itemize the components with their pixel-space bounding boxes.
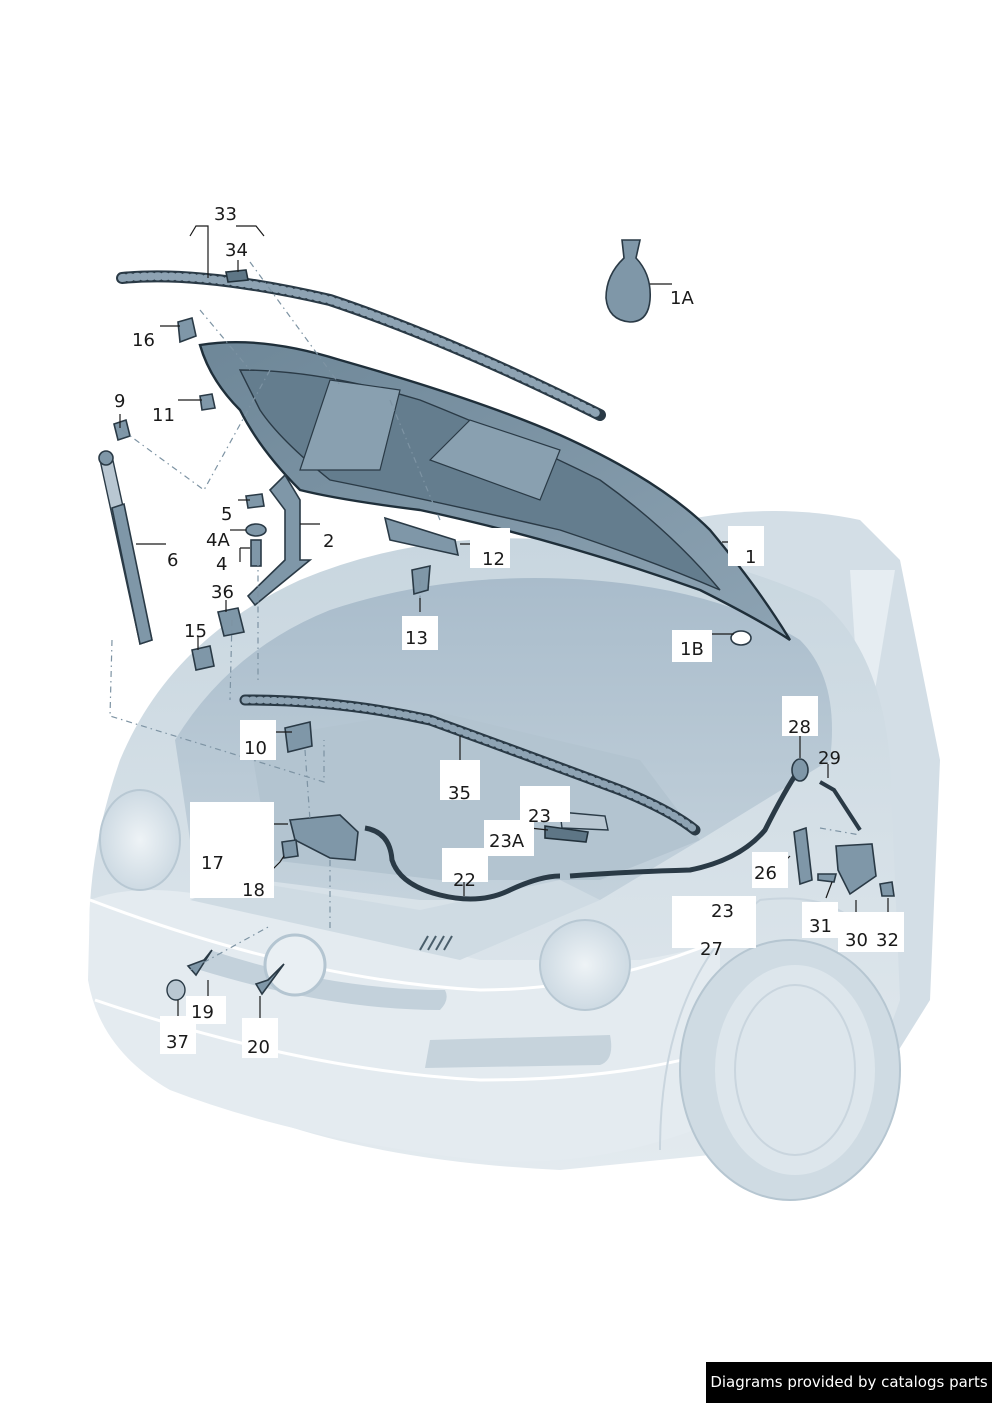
adjusting-buffer bbox=[191, 645, 215, 671]
lower-grille bbox=[200, 950, 447, 1010]
label-15: 15 bbox=[184, 621, 207, 642]
lock-screw bbox=[254, 963, 285, 996]
label-17: 17 bbox=[201, 853, 224, 874]
label-13: 13 bbox=[405, 628, 428, 649]
seal-clip bbox=[225, 269, 249, 283]
hinge-washer bbox=[245, 523, 267, 537]
label-31: 31 bbox=[809, 916, 832, 937]
bonnet-brace bbox=[299, 379, 401, 471]
label-20: 20 bbox=[247, 1037, 270, 1058]
label-2: 2 bbox=[323, 531, 334, 552]
left-headlamp bbox=[99, 789, 181, 891]
label-30: 30 bbox=[845, 930, 868, 951]
label-1A: 1A bbox=[670, 288, 694, 309]
label-backgrounds bbox=[160, 526, 904, 1058]
right-headlamp bbox=[539, 919, 631, 1011]
label-18: 18 bbox=[242, 880, 265, 901]
release-cable-rear bbox=[569, 766, 803, 879]
cable-clip-a bbox=[544, 825, 589, 843]
lever-clip bbox=[879, 881, 895, 897]
label-16: 16 bbox=[132, 330, 155, 351]
cable-end bbox=[819, 780, 862, 832]
label-36: 36 bbox=[211, 582, 234, 603]
rubber-buffer bbox=[199, 393, 216, 411]
bonnet-brace-2 bbox=[428, 419, 561, 501]
label-12: 12 bbox=[482, 549, 505, 570]
label-26: 26 bbox=[754, 863, 777, 884]
label-5: 5 bbox=[221, 504, 232, 525]
lubricant-pouch bbox=[605, 239, 652, 323]
label-23-cable: 23 bbox=[711, 901, 734, 922]
strut-ball-top bbox=[98, 450, 114, 466]
label-4A: 4A bbox=[206, 530, 230, 551]
right-vent bbox=[419, 935, 453, 951]
grille bbox=[190, 880, 600, 960]
label-19: 19 bbox=[191, 1002, 214, 1023]
label-10: 10 bbox=[244, 738, 267, 759]
label-27: 27 bbox=[700, 939, 723, 960]
callout-labels: 33 34 1A 16 9 11 5 4A 4 2 6 36 15 12 1 1… bbox=[114, 204, 899, 1058]
lever-bracket bbox=[835, 843, 877, 896]
micro-switch bbox=[281, 839, 299, 859]
label-23-clip: 23 bbox=[528, 806, 551, 827]
bracket-screw bbox=[817, 873, 838, 883]
label-4: 4 bbox=[216, 554, 227, 575]
release-cable bbox=[364, 825, 561, 902]
label-1B: 1B bbox=[680, 639, 704, 660]
label-35: 35 bbox=[448, 783, 471, 804]
bonnet-buffer bbox=[177, 316, 197, 344]
grille-screw bbox=[186, 949, 213, 977]
label-23A: 23A bbox=[489, 831, 525, 852]
front-fascia bbox=[88, 890, 720, 1162]
label-1: 1 bbox=[745, 547, 756, 568]
hinge-nut bbox=[245, 493, 265, 509]
label-28: 28 bbox=[788, 717, 811, 738]
credit-banner: Diagrams provided by catalogs parts bbox=[706, 1362, 992, 1403]
striker-plate bbox=[383, 516, 460, 557]
label-11: 11 bbox=[152, 405, 175, 426]
fog-slot bbox=[425, 1035, 612, 1068]
label-32: 32 bbox=[876, 930, 899, 951]
label-6: 6 bbox=[167, 550, 178, 571]
seal-ring bbox=[730, 630, 752, 646]
label-34: 34 bbox=[225, 240, 248, 261]
label-29: 29 bbox=[818, 748, 841, 769]
front-rim bbox=[715, 965, 875, 1175]
label-9: 9 bbox=[114, 391, 125, 412]
front-badge bbox=[263, 933, 327, 997]
release-lever bbox=[793, 826, 813, 886]
assembly-lines bbox=[109, 261, 861, 971]
label-22: 22 bbox=[453, 870, 476, 891]
hinge-bolt bbox=[250, 539, 262, 567]
cover-cap bbox=[166, 979, 186, 1001]
grommet bbox=[791, 758, 809, 782]
striker-bolt bbox=[411, 564, 431, 596]
bonnet-hinge bbox=[246, 473, 313, 607]
label-37: 37 bbox=[166, 1032, 189, 1053]
lock-bracket bbox=[284, 721, 313, 753]
hinge-stop bbox=[217, 607, 245, 637]
cable-clip bbox=[559, 811, 609, 831]
label-33: 33 bbox=[214, 204, 237, 225]
